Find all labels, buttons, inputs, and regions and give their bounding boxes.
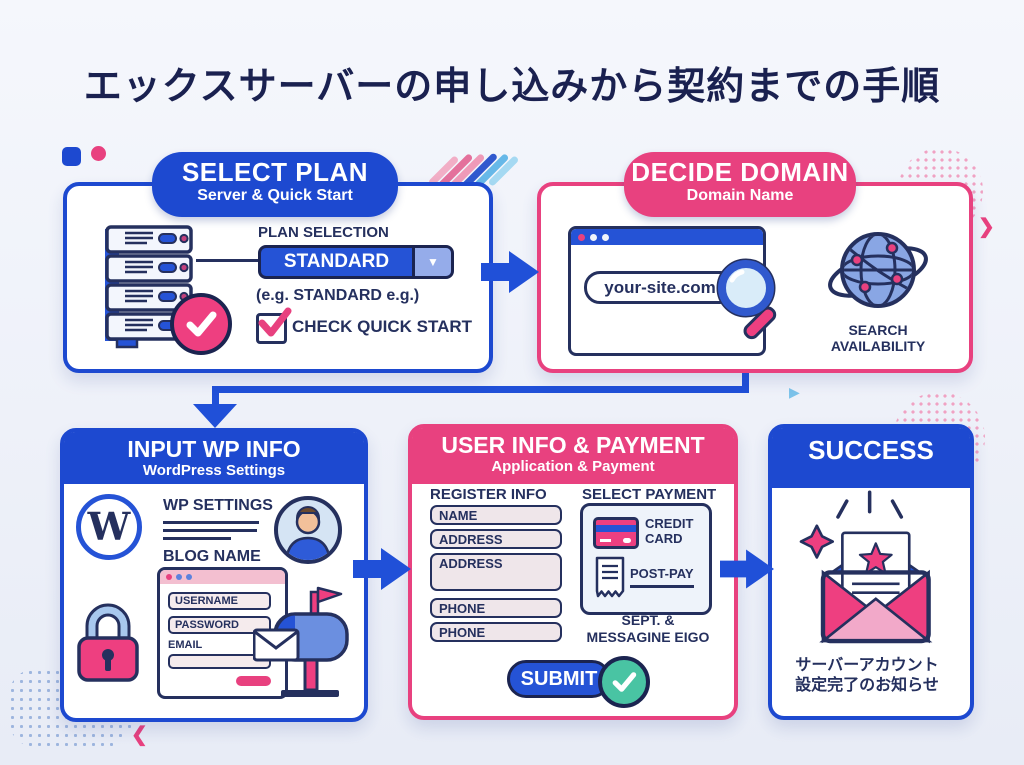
email-label: EMAIL bbox=[168, 639, 203, 651]
mailbox-icon bbox=[253, 586, 349, 697]
flow-arrow-right-icon bbox=[720, 549, 774, 589]
search-line1: SEARCH bbox=[848, 322, 908, 338]
domain-url-field[interactable]: your-site.com bbox=[584, 271, 736, 304]
phone-field[interactable]: PHONE bbox=[430, 598, 562, 618]
user-payment-subtitle: Application & Payment bbox=[491, 458, 655, 475]
wp-settings-label: WP SETTINGS bbox=[163, 497, 273, 514]
server-connector-line bbox=[196, 259, 258, 262]
success-mail-icon bbox=[799, 490, 933, 644]
user-payment-header: USER INFO & PAYMENT Application & Paymen… bbox=[412, 428, 734, 484]
lock-icon bbox=[77, 603, 139, 682]
submit-check-icon bbox=[598, 656, 650, 708]
window-dot bbox=[578, 233, 585, 241]
window-dot bbox=[176, 574, 182, 580]
rule-line bbox=[163, 537, 231, 540]
magnifier-icon bbox=[716, 258, 777, 340]
input-wp-header: INPUT WP INFO WordPress Settings bbox=[64, 432, 364, 484]
select-plan-header: SELECT PLAN Server & Quick Start bbox=[152, 152, 398, 217]
username-field[interactable]: USERNAME bbox=[168, 592, 271, 610]
search-availability-label: SEARCH AVAILABILITY bbox=[814, 322, 942, 354]
wordpress-logo-icon: W bbox=[76, 494, 142, 560]
success-title: SUCCESS bbox=[808, 435, 934, 465]
rule-line bbox=[630, 585, 694, 588]
credit-line2: CARD bbox=[645, 531, 683, 546]
window-dot bbox=[186, 574, 192, 580]
browser-titlebar bbox=[571, 229, 763, 245]
credit-card-icon[interactable] bbox=[593, 517, 639, 549]
password-field[interactable]: PASSWORD bbox=[168, 616, 271, 634]
address-field[interactable]: ADDRESS bbox=[430, 529, 562, 549]
search-line2: AVAILABILITY bbox=[830, 338, 926, 354]
connector-line bbox=[212, 386, 749, 393]
register-info-label: REGISTER INFO bbox=[430, 486, 547, 503]
chevron-right-icon: ❯ bbox=[978, 216, 995, 238]
flow-arrow-right-icon bbox=[481, 251, 539, 293]
quick-start-label: CHECK QUICK START bbox=[292, 317, 473, 336]
form-button[interactable] bbox=[236, 676, 271, 686]
blog-name-label: BLOG NAME bbox=[163, 548, 261, 565]
wp-form-titlebar bbox=[160, 570, 285, 584]
window-dot bbox=[166, 574, 172, 580]
payment-note: SEPT. & MESSAGINE EIGO bbox=[565, 612, 731, 646]
chevron-left-icon: ❮ bbox=[131, 724, 148, 746]
success-note-line2: 設定完了のお知らせ bbox=[795, 677, 939, 694]
input-wp-subtitle: WordPress Settings bbox=[142, 462, 286, 479]
user-payment-title: USER INFO & PAYMENT bbox=[441, 432, 705, 458]
decide-domain-subtitle: Domain Name bbox=[686, 187, 794, 204]
note-line1: SEPT. & bbox=[621, 612, 675, 628]
success-header: SUCCESS bbox=[772, 428, 970, 488]
deco-pink-dot bbox=[91, 146, 106, 161]
plan-selection-label: PLAN SELECTION bbox=[258, 224, 389, 241]
user-avatar-icon bbox=[274, 496, 342, 564]
rule-line bbox=[163, 529, 257, 532]
rule-line bbox=[163, 521, 259, 524]
postpay-label: POST-PAY bbox=[630, 566, 694, 581]
success-note-line1: サーバーアカウント bbox=[795, 657, 939, 674]
triangle-right-icon: ▶ bbox=[789, 384, 800, 400]
dropdown-arrow-icon: ▼ bbox=[412, 248, 451, 276]
flow-arrow-right-icon bbox=[353, 548, 411, 590]
connector-line bbox=[212, 391, 219, 406]
plan-dropdown[interactable]: STANDARD ▼ bbox=[258, 245, 454, 279]
note-line2: MESSAGINE EIGO bbox=[586, 629, 710, 645]
select-plan-title: SELECT PLAN bbox=[181, 157, 369, 187]
quick-start-checkbox[interactable] bbox=[256, 307, 292, 344]
select-plan-subtitle: Server & Quick Start bbox=[197, 187, 353, 204]
select-payment-label: SELECT PAYMENT bbox=[582, 486, 717, 503]
decide-domain-header: DECIDE DOMAIN Domain Name bbox=[624, 152, 856, 217]
wp-form-window: USERNAME PASSWORD EMAIL bbox=[157, 567, 288, 699]
submit-button[interactable]: SUBMIT bbox=[507, 660, 611, 698]
credit-card-label: CREDIT CARD bbox=[645, 516, 693, 546]
payment-options-panel: CREDIT CARD POST-PAY bbox=[580, 503, 712, 615]
plan-check-icon bbox=[170, 293, 232, 355]
input-wp-title: INPUT WP INFO bbox=[127, 436, 301, 462]
window-dot bbox=[590, 233, 597, 241]
name-field[interactable]: NAME bbox=[430, 505, 562, 525]
connector-line bbox=[742, 363, 749, 391]
window-dot bbox=[602, 233, 609, 241]
plan-hint: (e.g. STANDARD e.g.) bbox=[256, 287, 420, 304]
address-field[interactable]: ADDRESS bbox=[430, 553, 562, 591]
success-note: サーバーアカウント 設定完了のお知らせ bbox=[772, 656, 962, 696]
server-rack-icon bbox=[105, 225, 193, 349]
plan-dropdown-value: STANDARD bbox=[283, 251, 390, 272]
wordpress-letter: W bbox=[87, 504, 131, 549]
receipt-icon[interactable] bbox=[595, 556, 625, 600]
phone-field[interactable]: PHONE bbox=[430, 622, 562, 642]
deco-blue-square bbox=[62, 147, 81, 166]
connector-arrow-down-icon bbox=[193, 404, 237, 428]
page-title: エックスサーバーの申し込みから契約までの手順 bbox=[83, 66, 941, 108]
decide-domain-title: DECIDE DOMAIN bbox=[631, 157, 849, 187]
credit-line1: CREDIT bbox=[645, 516, 694, 531]
globe-icon bbox=[828, 232, 928, 308]
